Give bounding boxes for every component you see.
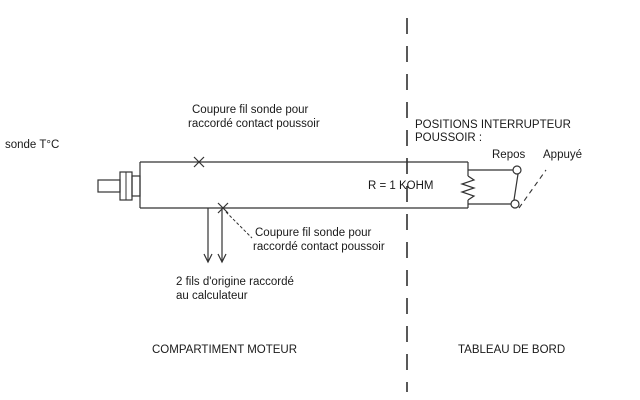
push-switch [468, 165, 547, 209]
repos-label: Repos [492, 149, 525, 161]
cut-bottom-label-line1: Coupure fil sonde pour [255, 227, 372, 239]
cut-leader-line [225, 211, 253, 239]
origin-wires-label-line2: au calculateur [176, 290, 248, 302]
sensor-wires [139, 161, 468, 209]
wire-cut-mark-top [193, 156, 205, 168]
origin-wires-label-line1: 2 fils d'origine raccordé [176, 276, 294, 288]
cut-top-label-line1: Coupure fil sonde pour [192, 104, 309, 116]
wire-cut-mark-bottom [217, 202, 229, 214]
resistor-symbol [460, 162, 476, 208]
sensor-label: sonde T°C [5, 139, 59, 151]
temperature-sensor [97, 171, 141, 201]
appuye-label: Appuyé [543, 149, 582, 161]
dashboard-label: TABLEAU DE BORD [458, 344, 565, 356]
engine-compartment-label: COMPARTIMENT MOTEUR [152, 344, 297, 356]
cut-bottom-label-line2: raccordé contact poussoir [253, 241, 385, 253]
resistor-label: R = 1 KOHM [368, 180, 434, 192]
positions-label-line1: POSITIONS INTERRUPTEUR [415, 119, 571, 131]
positions-label-line2: POUSSOIR : [415, 132, 482, 144]
cut-top-label-line2: raccordé contact poussoir [188, 118, 320, 130]
computer-wire-arrows [203, 208, 227, 264]
